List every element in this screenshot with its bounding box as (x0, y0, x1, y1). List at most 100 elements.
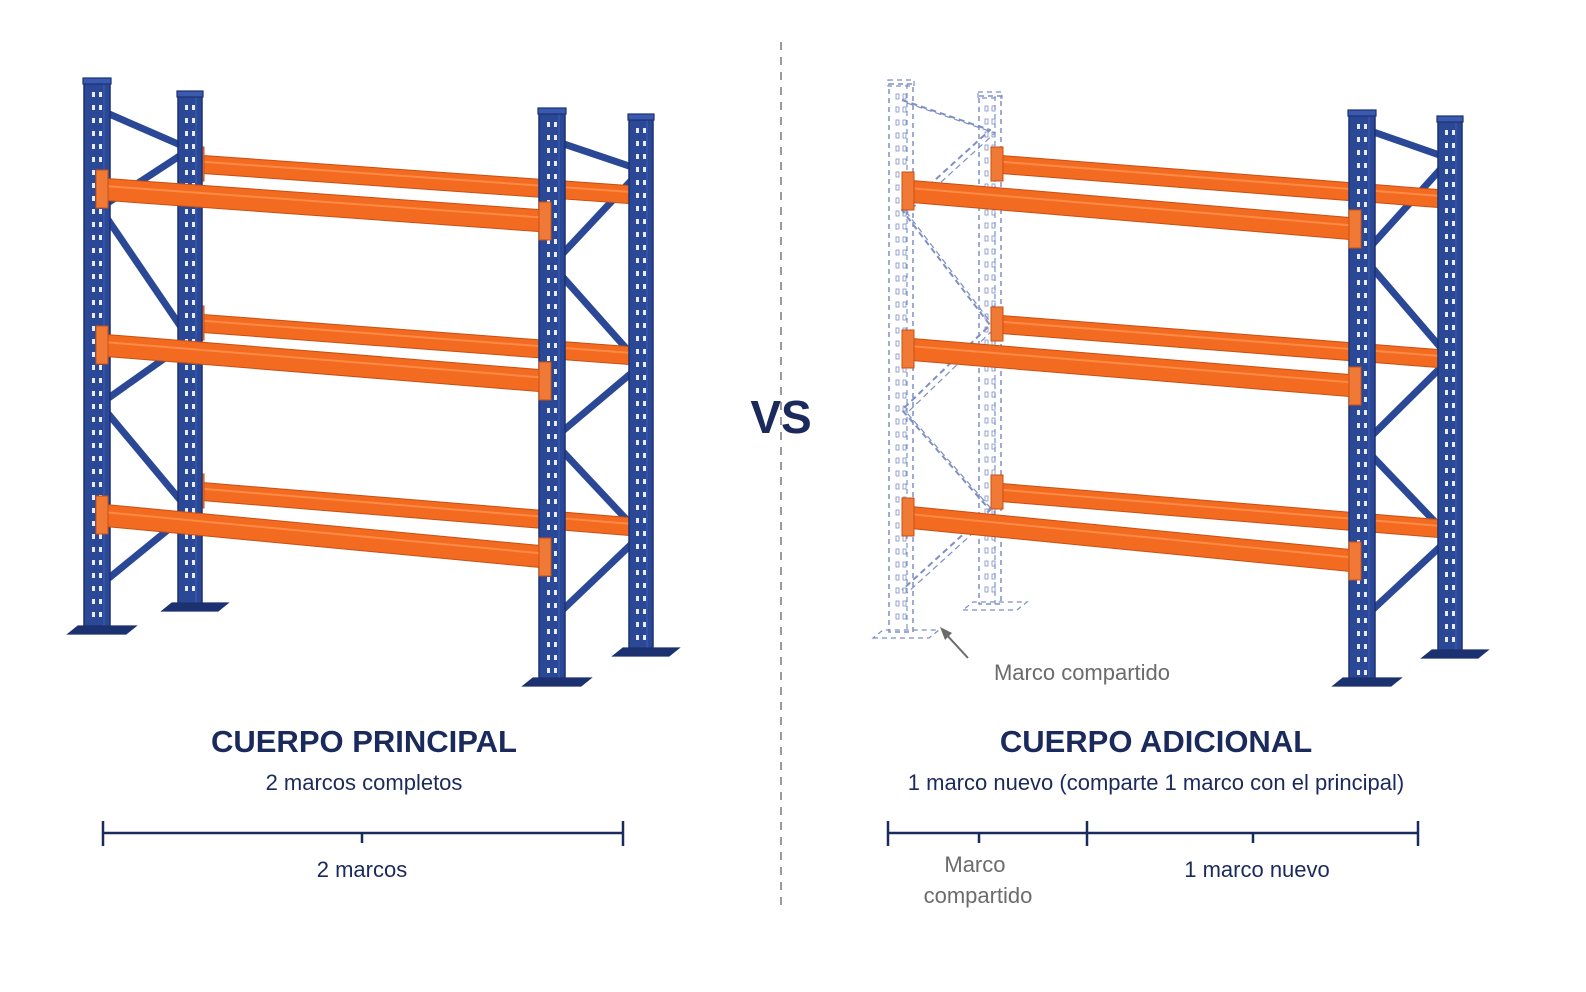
ghost-upright-back-hole (984, 547, 989, 554)
upright-front-hole (1364, 410, 1367, 415)
upright-back-hole (192, 378, 195, 383)
upright-back-hole (636, 414, 639, 419)
ghost-upright-front-hole (902, 392, 907, 399)
upright-back-hole (1445, 143, 1448, 148)
upright-front-hole (554, 304, 557, 309)
beam-front-connector (95, 325, 109, 365)
upright-back-hole (1452, 195, 1455, 200)
upright-front-hole (1357, 202, 1360, 207)
upright-front-hole (1364, 124, 1367, 129)
ghost-upright-back-hole (991, 456, 996, 463)
upright-front-hole (554, 434, 557, 439)
upright-back-hole (192, 157, 195, 162)
ghost-upright-back-hole (991, 222, 996, 229)
upright-back-hole (1452, 247, 1455, 252)
upright-front-hole (1364, 644, 1367, 649)
ghost-upright-front-hole (902, 418, 907, 425)
upright-front-hole (554, 525, 557, 530)
upright-back (1437, 119, 1463, 653)
ghost-upright-back-hole (991, 131, 996, 138)
upright-front-hole (1364, 345, 1367, 350)
upright-front-hole (547, 278, 550, 283)
upright-front-hole (1364, 150, 1367, 155)
upright-front-hole (554, 382, 557, 387)
ghost-upright-back-hole (984, 235, 989, 242)
upright-front-hole (99, 443, 102, 448)
upright-front-hole (99, 456, 102, 461)
upright-front-hole (99, 287, 102, 292)
beam-front-connector (95, 495, 109, 535)
upright-front-hole (1357, 657, 1360, 662)
upright-back-hole (1445, 494, 1448, 499)
upright-front-hole (92, 170, 95, 175)
ghost-upright-front-hole (902, 548, 907, 555)
upright-back-hole (192, 209, 195, 214)
upright-back-hole (1452, 494, 1455, 499)
ghost-upright-back-hole (984, 274, 989, 281)
upright-back-hole (643, 583, 646, 588)
beam-back-highlight (994, 488, 1445, 528)
upright-front-hole (92, 183, 95, 188)
upright-back-hole (1452, 260, 1455, 265)
upright-front-hole (554, 551, 557, 556)
upright-back-hole (636, 375, 639, 380)
upright-back-hole (1445, 377, 1448, 382)
ghost-upright-back-hole (984, 573, 989, 580)
upright-front-hole (547, 187, 550, 192)
upright-back-cap (1436, 115, 1464, 123)
upright-back-hole (185, 443, 188, 448)
upright-back-hole (1445, 507, 1448, 512)
ghost-upright-front-hole (902, 600, 907, 607)
upright-back-hole (1445, 325, 1448, 330)
upright-back-hole (192, 404, 195, 409)
ghost-upright-front-hole (902, 262, 907, 269)
upright-back-hole (1452, 611, 1455, 616)
upright-front-hole (547, 668, 550, 673)
upright-back-hole (643, 375, 646, 380)
ghost-upright-back-hole (984, 495, 989, 502)
left-subtitle: 2 marcos completos (266, 770, 463, 795)
ghost-upright-back-hole (984, 144, 989, 151)
beam-front-connector (1348, 209, 1362, 249)
right-dimension-shared-label: Marco compartido (924, 852, 1033, 908)
upright-back-hole (643, 492, 646, 497)
ghost-upright-front-hole (902, 379, 907, 386)
ghost-upright-front-hole (895, 314, 900, 321)
upright-front-hole (92, 443, 95, 448)
upright-back-hole (636, 193, 639, 198)
upright-front-hole (92, 482, 95, 487)
upright-back-hole (643, 232, 646, 237)
upright-back-hole (185, 391, 188, 396)
ghost-upright-front-hole (902, 561, 907, 568)
upright-back-hole (636, 570, 639, 575)
upright-back-hole (643, 466, 646, 471)
beam-front-connector (538, 361, 552, 401)
upright-back-hole (1445, 273, 1448, 278)
upright-back-hole (643, 128, 646, 133)
upright-front-hole (1364, 631, 1367, 636)
upright-front-hole (1364, 553, 1367, 558)
upright-back-hole (636, 362, 639, 367)
upright-back-hole (192, 482, 195, 487)
upright-front-hole (1364, 332, 1367, 337)
upright-front-base (66, 625, 138, 635)
left-dimension-line (101, 821, 625, 846)
ghost-upright-front-hole (895, 470, 900, 477)
ghost-upright-front-hole (895, 340, 900, 347)
ghost-upright-front-hole (895, 275, 900, 282)
upright-front-hole (92, 365, 95, 370)
upright-front-hole (554, 577, 557, 582)
ghost-upright-front-hole (902, 301, 907, 308)
upright-front-hole (92, 573, 95, 578)
ghost-upright-back-hole (984, 209, 989, 216)
ghost-upright-front-hole (902, 405, 907, 412)
upright-front-hole (1357, 501, 1360, 506)
upright-back-hole (643, 245, 646, 250)
upright-back-hole (185, 365, 188, 370)
ghost-upright-front-hole (902, 288, 907, 295)
ghost-upright-back-hole (991, 300, 996, 307)
upright-front-hole (92, 144, 95, 149)
ghost-upright-front-hole (895, 600, 900, 607)
ghost-upright-front-hole (902, 249, 907, 256)
ghost-upright-front-hole (902, 210, 907, 217)
